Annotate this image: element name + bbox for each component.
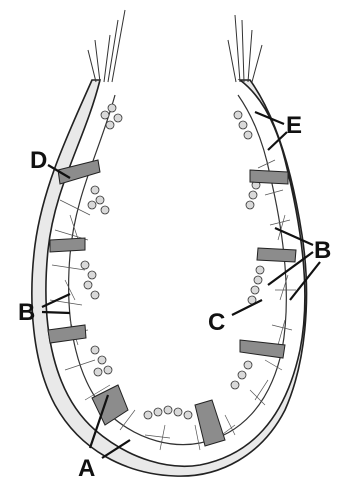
septa-bands — [48, 160, 296, 446]
label-b-left: B — [18, 299, 35, 326]
label-d: D — [30, 147, 47, 174]
pointer-b-right1 — [275, 228, 313, 245]
pointer-b-left2 — [42, 312, 70, 313]
label-b-right: B — [314, 237, 331, 264]
septum-a — [92, 385, 128, 425]
cell-clusters — [81, 104, 264, 419]
specimen-body — [32, 10, 307, 476]
label-e: E — [286, 112, 302, 139]
label-a: A — [78, 455, 95, 478]
tissue-texture — [50, 160, 296, 450]
specimen-outline — [32, 80, 307, 476]
label-c: C — [208, 309, 225, 336]
inner-surface — [69, 95, 287, 445]
pointer-c — [232, 300, 262, 315]
apical-tufts — [88, 10, 262, 82]
